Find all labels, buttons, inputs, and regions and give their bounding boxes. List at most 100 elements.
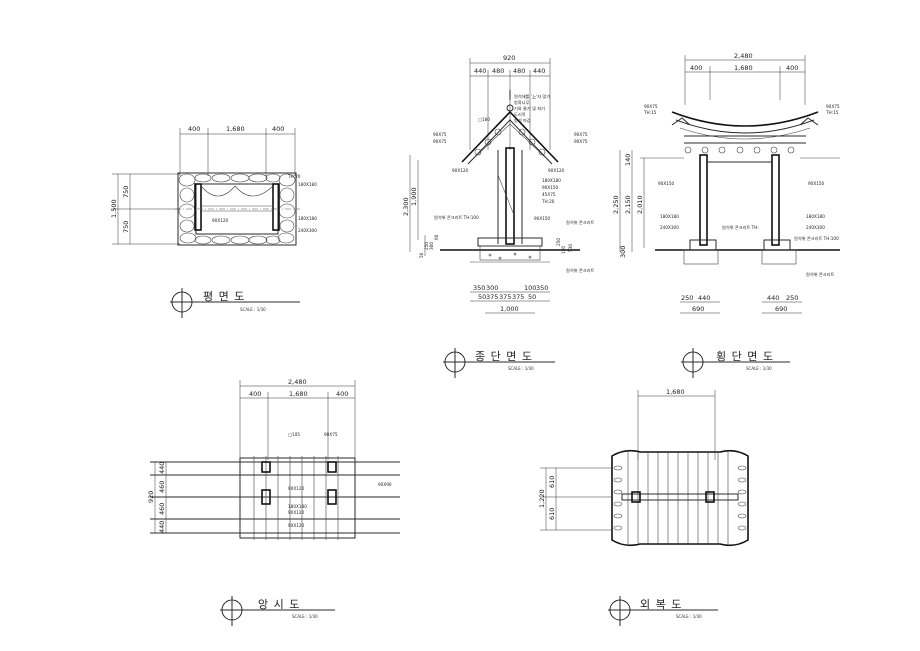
- rp-label-7: 90X120: [288, 523, 305, 528]
- roof-top-view: 1,680 1,220 610 610 외 복 도 SCALE : 1/30: [538, 388, 749, 626]
- ls-label-2: 90X75: [433, 132, 447, 137]
- ls-label-top-5: 방석 마감: [514, 117, 531, 124]
- ls-dim-b2-1: 50: [478, 293, 486, 301]
- cs-dim-left-4: 2,010: [636, 195, 644, 214]
- cs-label-11: 원석위 콘크리트 TH:: [722, 224, 759, 231]
- cs-label-5: 90X150: [658, 181, 675, 186]
- ls-label-9: 90X150: [542, 185, 559, 190]
- rp-dim-left-total: 920: [147, 491, 155, 503]
- plan-label-1: TH:20: [287, 174, 301, 179]
- cs-label-2: TH:15: [643, 110, 657, 115]
- roof-plan-view: 2,480 400 1,680 400 □105 90X75 90X90 90X…: [147, 378, 400, 626]
- ls-dim-b1-4: 350: [536, 284, 548, 292]
- rp-dim-left-3: 460: [158, 503, 166, 515]
- ls-dim-b2-2: 375: [486, 293, 498, 301]
- ls-label-8: 180X180: [542, 178, 561, 183]
- rp-label-5: 180X180: [288, 504, 307, 509]
- plan-dim-top-2: 1,680: [226, 125, 245, 133]
- cs-dim-b1-4: 250: [786, 294, 798, 302]
- ls-label-1: □180: [478, 117, 490, 122]
- cs-dim-b1-2: 440: [698, 294, 710, 302]
- cs-dim-top-1: 400: [690, 64, 702, 72]
- plan-scale: SCALE : 1/30: [240, 307, 266, 312]
- ls-dim-top-3: 480: [513, 67, 525, 75]
- ls-label-15: 원석위 콘크리트: [566, 267, 594, 274]
- ls-dim-top-2: 480: [492, 67, 504, 75]
- ls-label-5: 90X75: [574, 139, 588, 144]
- longitudinal-section-view: 920 440 480 480 440 원석재를 '上'자 맞기 방화나무 기와…: [402, 54, 594, 378]
- ls-dim-b1-1: 350: [473, 284, 485, 292]
- ls-label-top-1: 원석재를 '上'자 맞기: [514, 93, 550, 100]
- ls-dim-bottom-total: 1,000: [500, 305, 519, 313]
- ls-label-11: TH:20: [541, 199, 555, 204]
- ls-dim-left-b: 1,900: [410, 187, 418, 206]
- ls-label-12: 90X150: [534, 216, 551, 221]
- plan-dim-top-1: 400: [188, 125, 200, 133]
- rt-dim-left-2: 610: [548, 508, 556, 520]
- cs-dim-b1-1: 250: [681, 294, 693, 302]
- plan-dim-left-2: 750: [122, 221, 130, 233]
- plan-label-2: 180X180: [298, 182, 317, 187]
- ls-label-13: 원석위 콘크리트 TH:100: [434, 214, 479, 221]
- rp-dim-top-1: 400: [249, 390, 261, 398]
- cs-label-7: 180X180: [660, 214, 679, 219]
- ls-dim-top-1: 440: [474, 67, 486, 75]
- cs-label-6: 90X150: [808, 181, 825, 186]
- cs-scale: SCALE : 1/30: [746, 366, 772, 371]
- rt-dim-left-total: 1,220: [538, 489, 546, 508]
- rp-dim-left-2: 460: [158, 481, 166, 493]
- cs-label-4: TH:15: [825, 110, 839, 115]
- ls-label-7: 90X120: [548, 168, 565, 173]
- ls-dim-left-a: 2,300: [402, 197, 410, 216]
- plan-dim-left-total: 1,500: [110, 199, 118, 218]
- cs-dim-left-1: 140: [624, 154, 632, 166]
- cs-dim-left-3: 2,150: [624, 195, 632, 214]
- rp-dim-left-4: 440: [158, 521, 166, 533]
- cs-dim-top-total: 2,480: [734, 52, 753, 60]
- cs-dim-b2-1: 690: [692, 305, 704, 313]
- cs-dim-left-2: 2,250: [612, 195, 620, 214]
- plan-label-4: 180X180: [298, 216, 317, 221]
- ls-dim-right-1: 250: [556, 238, 561, 246]
- ls-dim-b1-2: 300: [486, 284, 498, 292]
- cs-label-3: 90X75: [826, 104, 840, 109]
- ls-label-6: 90X120: [452, 168, 469, 173]
- cs-dim-top-3: 400: [786, 64, 798, 72]
- cs-label-13: 원석위 콘크리트: [806, 271, 834, 278]
- plan-dim-left-1: 750: [122, 186, 130, 198]
- ls-dim-b2-3: 375: [499, 293, 511, 301]
- rp-label-3: 90X90: [378, 482, 392, 487]
- rp-dim-top-2: 1,680: [289, 390, 308, 398]
- cs-title: 횡 단 면 도: [716, 350, 774, 363]
- ls-label-top-4: 도리목: [514, 111, 526, 118]
- plan-dim-top-3: 400: [272, 125, 284, 133]
- rp-dim-top-3: 400: [336, 390, 348, 398]
- ls-dim-b2-5: 50: [528, 293, 536, 301]
- ls-dim-b1-3: 100: [524, 284, 536, 292]
- ls-scale: SCALE : 1/30: [508, 366, 534, 371]
- rp-label-1: □105: [288, 432, 300, 437]
- ls-dim-left-s1: 50: [419, 252, 424, 258]
- rp-scale: SCALE : 1/30: [292, 614, 318, 619]
- rt-dim-top-total: 1,680: [666, 388, 685, 396]
- rt-scale: SCALE : 1/30: [676, 614, 702, 619]
- ls-dim-right-3: 530: [568, 244, 573, 252]
- ls-label-top-2: 방화나무: [514, 99, 530, 106]
- rp-label-4: 90X120: [288, 486, 305, 491]
- rp-label-6: 90X120: [288, 510, 305, 515]
- cs-label-8: 240X300: [660, 225, 679, 230]
- ls-dim-right-2: 150: [561, 246, 566, 254]
- ls-dim-left-s3: 300: [429, 242, 434, 250]
- rp-dim-left-1: 440: [158, 462, 166, 474]
- cs-dim-b1-3: 440: [767, 294, 779, 302]
- cs-dim-left-5: 300: [619, 246, 627, 258]
- rp-label-2: 90X75: [324, 432, 338, 437]
- ls-label-4: 90X75: [574, 132, 588, 137]
- plan-view: 400 1,680 400 1,500 750 750 TH:20 180X18…: [110, 125, 317, 318]
- ls-title: 종 단 면 도: [475, 350, 533, 363]
- plan-label-5: 240X300: [298, 228, 317, 233]
- rp-dim-top-total: 2,480: [288, 378, 307, 386]
- cs-label-12: 원석위 콘크리트 TH:100: [794, 235, 839, 242]
- rt-dim-left-1: 610: [548, 476, 556, 488]
